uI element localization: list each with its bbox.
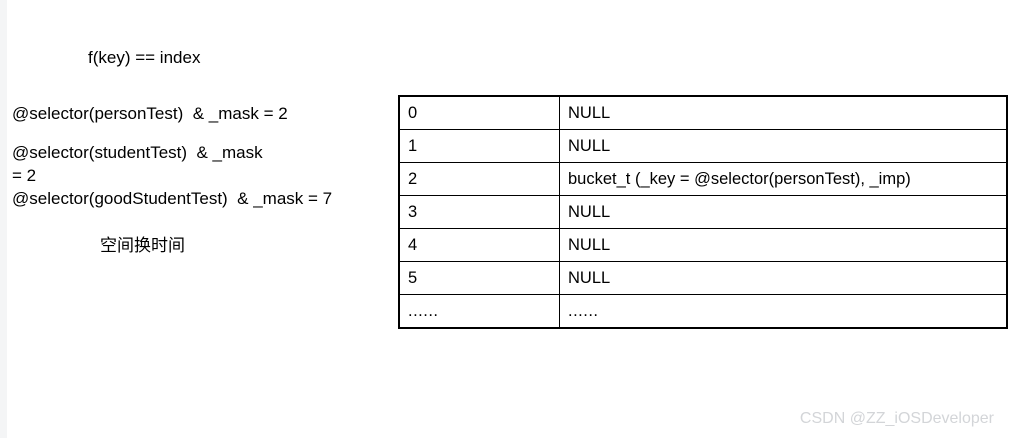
cell-value: bucket_t (_key = @selector(personTest), … bbox=[559, 162, 1008, 196]
cell-value: ...... bbox=[559, 294, 1008, 329]
cell-value: NULL bbox=[559, 261, 1008, 295]
cell-value: NULL bbox=[559, 129, 1008, 163]
table-row: 2 bucket_t (_key = @selector(personTest)… bbox=[398, 162, 1008, 196]
bucket-table: 0 NULL 1 NULL 2 bucket_t (_key = @select… bbox=[398, 95, 1008, 329]
cell-index: 5 bbox=[398, 261, 560, 295]
cell-value: NULL bbox=[559, 228, 1008, 262]
csdn-watermark: CSDN @ZZ_iOSDeveloper bbox=[799, 410, 994, 427]
table-row: 0 NULL bbox=[398, 95, 1008, 130]
cell-index: ...... bbox=[398, 294, 560, 329]
cell-index: 0 bbox=[398, 95, 560, 130]
table-row: 3 NULL bbox=[398, 195, 1008, 229]
hash-formula-title: f(key) == index bbox=[88, 48, 201, 67]
selector-line-student-test-result: = 2 bbox=[12, 166, 37, 185]
selector-line-good-student-test: @selector(goodStudentTest) & _mask = 7 bbox=[12, 189, 333, 208]
cell-index: 1 bbox=[398, 129, 560, 163]
selector-annotation-block: @selector(personTest) & _mask = 2 @selec… bbox=[12, 102, 392, 210]
table-row: 4 NULL bbox=[398, 228, 1008, 262]
table-row: 5 NULL bbox=[398, 261, 1008, 295]
selector-line-student-test: @selector(studentTest) & _mask bbox=[12, 143, 263, 162]
cell-index: 4 bbox=[398, 228, 560, 262]
selector-line-person-test: @selector(personTest) & _mask = 2 bbox=[12, 104, 288, 123]
cell-value: NULL bbox=[559, 95, 1008, 130]
left-edge-strip bbox=[0, 0, 7, 438]
chinese-note-space-for-time: 空间换时间 bbox=[100, 236, 185, 256]
cell-index: 3 bbox=[398, 195, 560, 229]
bucket-table-container: 0 NULL 1 NULL 2 bucket_t (_key = @select… bbox=[398, 95, 1008, 329]
cell-index: 2 bbox=[398, 162, 560, 196]
cell-value: NULL bbox=[559, 195, 1008, 229]
table-row: ...... ...... bbox=[398, 294, 1008, 329]
table-row: 1 NULL bbox=[398, 129, 1008, 163]
